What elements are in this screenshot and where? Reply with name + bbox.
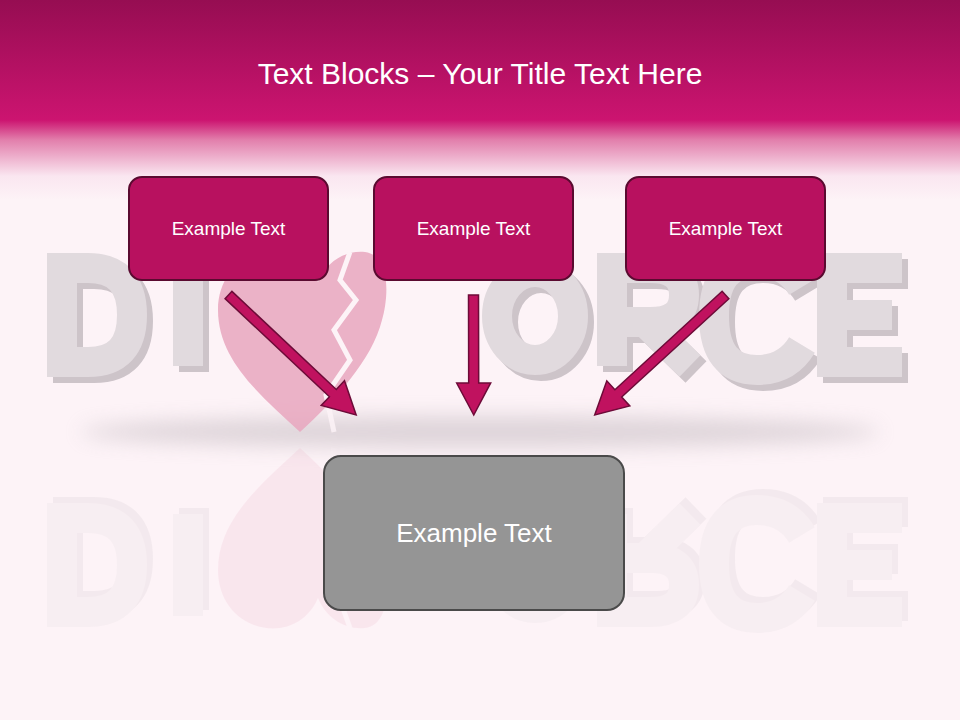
result-box: Example Text [323,455,625,611]
block-text: Example Text [172,218,286,240]
block-text: Example Text [396,518,552,549]
shadow [80,416,880,448]
block-arrow [225,291,356,415]
text-block: Example Text [128,176,329,281]
text-block: Example Text [373,176,574,281]
block-text: Example Text [669,218,783,240]
block-text: Example Text [417,218,531,240]
block-arrow [457,295,491,415]
illustration-reflection [62,448,908,628]
page-title: Text Blocks – Your Title Text Here [0,54,960,94]
title-bar [0,0,960,200]
text-block: Example Text [625,176,826,281]
block-arrow [595,291,729,415]
